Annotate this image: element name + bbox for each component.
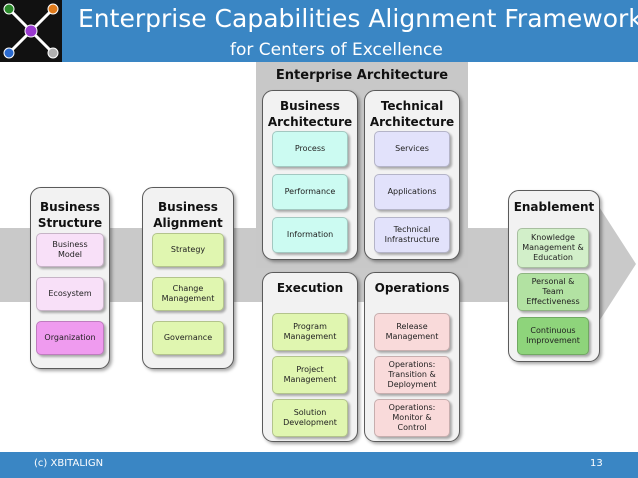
personal-team-effectiveness-box: Personal & Team Effectiveness — [517, 273, 589, 311]
knowledge-management-box: Knowledge Management & Education — [517, 228, 589, 268]
applications-box: Applications — [374, 174, 450, 210]
technical-infrastructure-box: Technical Infrastructure — [374, 217, 450, 253]
footer-copyright: (c) XBITALIGN — [34, 458, 104, 469]
continuous-improvement-box: Continuous Improvement — [517, 317, 589, 355]
enablement-title: Enablement — [513, 200, 595, 214]
ecosystem-box: Ecosystem — [36, 277, 104, 311]
execution-title: Execution — [276, 281, 344, 295]
process-box: Process — [272, 131, 348, 167]
solution-development-box: Solution Development — [272, 399, 348, 437]
project-management-box: Project Management — [272, 356, 348, 394]
business-architecture-title: Business Architecture — [267, 99, 353, 129]
footer-bar — [0, 452, 638, 478]
services-box: Services — [374, 131, 450, 167]
header-bar — [0, 0, 638, 62]
enterprise-architecture-label: Enterprise Architecture — [275, 68, 449, 83]
logo — [0, 0, 62, 62]
governance-box: Governance — [152, 321, 224, 355]
release-management-box: Release Management — [374, 313, 450, 351]
business-model-box: Business Model — [36, 233, 104, 267]
business-structure-title: Business Structure — [37, 200, 103, 230]
program-management-box: Program Management — [272, 313, 348, 351]
performance-box: Performance — [272, 174, 348, 210]
xbitalign-logo-icon — [3, 3, 59, 59]
strategy-box: Strategy — [152, 233, 224, 267]
operations-title: Operations — [374, 281, 450, 295]
page-title: Enterprise Capabilities Alignment Framew… — [78, 4, 638, 33]
information-box: Information — [272, 217, 348, 253]
business-alignment-title: Business Alignment — [153, 200, 223, 230]
technical-architecture-title: Technical Architecture — [369, 99, 455, 129]
transition-deployment-box: Operations: Transition & Deployment — [374, 356, 450, 394]
page-subtitle: for Centers of Excellence — [230, 40, 443, 60]
monitor-control-box: Operations: Monitor & Control — [374, 399, 450, 437]
change-management-box: Change Management — [152, 277, 224, 311]
organization-box: Organization — [36, 321, 104, 355]
page-number: 13 — [590, 458, 603, 469]
